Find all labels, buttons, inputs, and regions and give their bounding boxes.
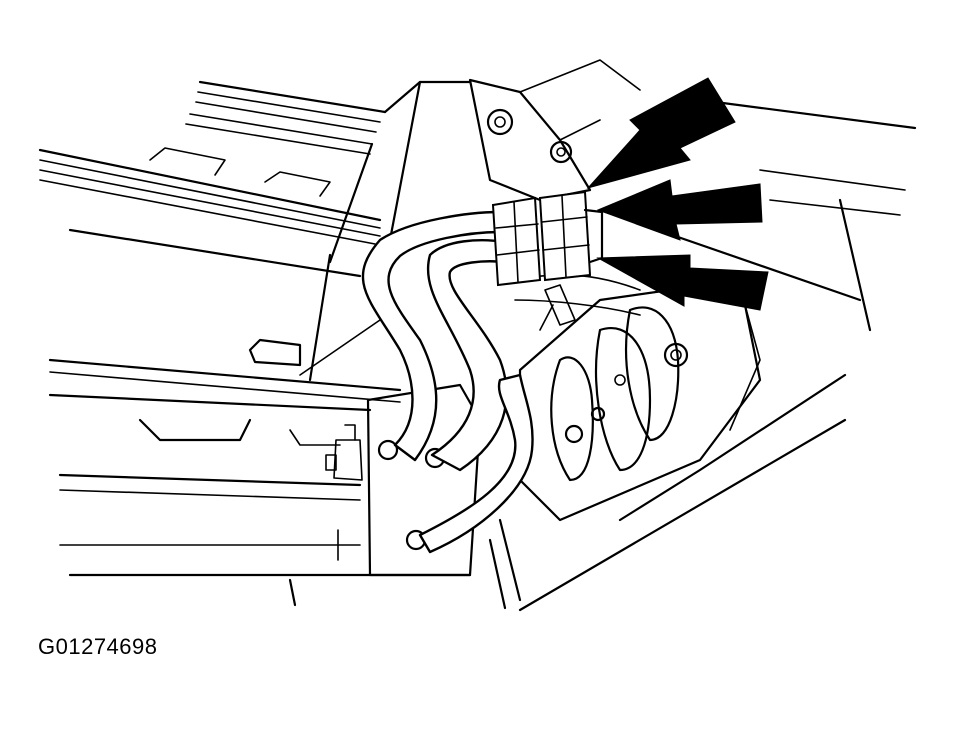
arrow-bottom <box>596 254 769 311</box>
callout-arrows <box>586 77 769 311</box>
top-grille <box>185 80 472 264</box>
refrigerant-hoses <box>361 210 641 554</box>
engine-block <box>488 278 762 610</box>
upper-ribbed-panel <box>38 147 382 278</box>
valve-block <box>325 383 482 577</box>
hose-fittings <box>491 190 604 287</box>
figure-id-label: G01274698 <box>38 634 158 659</box>
arrow-top <box>586 77 736 189</box>
lower-frame <box>48 253 472 607</box>
right-body-panel <box>518 98 917 612</box>
arrow-middle <box>596 179 763 241</box>
